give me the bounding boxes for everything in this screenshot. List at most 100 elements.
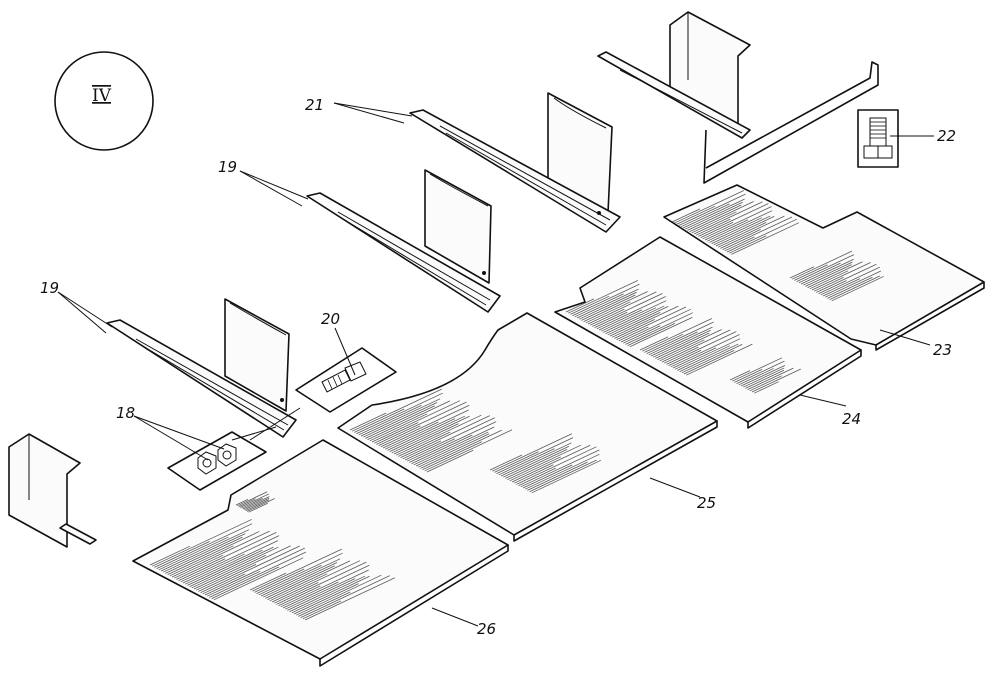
hatch-stroke (298, 591, 351, 617)
hatch-stroke (363, 402, 438, 438)
hatch-stroke (185, 540, 279, 585)
hatch-stroke (592, 293, 663, 327)
hatch-stroke (304, 577, 395, 621)
hatch-stroke (734, 369, 763, 383)
callout-24: 24 (842, 410, 861, 428)
hatch-stroke (702, 206, 772, 240)
hatch-stroke (209, 551, 306, 598)
hatch-stroke (211, 566, 280, 599)
hatch-stroke (291, 575, 370, 614)
hatch-stroke (738, 368, 774, 386)
hatch-stroke (704, 219, 749, 241)
hatch-stroke (280, 564, 370, 608)
hatch-stroke (424, 429, 513, 472)
floor-panel-25 (337, 312, 718, 542)
hatch-stroke (644, 333, 684, 353)
hatch-stroke (707, 210, 773, 242)
hatch-stroke (711, 215, 771, 244)
hatch-stroke (751, 368, 802, 393)
hatch-stroke (415, 431, 489, 467)
hatch-stroke (576, 288, 639, 319)
hatch-stroke (691, 211, 737, 234)
hatch-stroke (360, 398, 441, 437)
hatch-stroke (594, 311, 628, 328)
hatch-stroke (743, 367, 785, 388)
hatch-stroke (242, 496, 270, 510)
hatch-stroke (670, 334, 740, 368)
hatch-stroke (811, 262, 871, 291)
hatch-stroke (165, 536, 243, 574)
hatch-stroke (590, 308, 625, 326)
hatch-stroke (525, 453, 600, 490)
hatch-stroke (407, 438, 456, 462)
hatch-stroke (678, 193, 746, 226)
hatch-stroke (687, 204, 742, 231)
hatch-stroke (570, 295, 610, 315)
hatch-stroke (367, 400, 451, 440)
hatch-stroke (807, 261, 863, 288)
hatch-stroke (378, 425, 421, 446)
hatch-stroke (655, 332, 710, 359)
hatch-stroke (260, 558, 341, 597)
hatch-stroke (661, 329, 731, 363)
floor-panel-26 (132, 439, 509, 667)
hatch-stroke (174, 554, 224, 579)
floor-panel-23 (663, 184, 985, 351)
hatch-stroke (240, 493, 270, 508)
hatch-stroke (500, 442, 572, 477)
hatch-stroke (596, 296, 666, 330)
hatch-stroke (572, 283, 640, 316)
hatch-stroke (603, 307, 657, 333)
hatch-stroke (252, 548, 342, 592)
hatch-stroke (729, 370, 751, 381)
hatch-stroke (789, 266, 815, 279)
hatch-stroke (420, 429, 502, 469)
hatch-stroke (356, 392, 443, 434)
hatch-stroke (247, 498, 275, 512)
hatch-stroke (676, 205, 716, 225)
hatch-stroke (160, 529, 250, 572)
hatch-stroke (646, 321, 714, 354)
hatch-stroke (349, 412, 387, 431)
section-marker: IV (54, 51, 154, 151)
callout-23: 23 (933, 341, 952, 359)
hatch-stroke (213, 557, 304, 601)
hatch-stroke (681, 344, 743, 374)
hatch-stroke (265, 565, 335, 599)
hatch-stroke (235, 498, 249, 506)
callout-20: 20 (321, 310, 340, 328)
hatch-stroke (747, 367, 794, 390)
hatch-stroke (809, 270, 849, 290)
hatch-stroke (585, 301, 631, 324)
hatch-stroke (376, 401, 467, 445)
hatch-stroke (274, 582, 319, 604)
hatch-stroke (726, 218, 798, 253)
hatch-stroke (263, 562, 338, 598)
hatch-stroke (745, 369, 785, 389)
hatch-stroke (659, 339, 705, 362)
hatch-stroke (682, 198, 745, 229)
hatch-stroke (529, 459, 597, 492)
hatch-stroke (822, 278, 861, 297)
hatch-stroke (169, 545, 234, 577)
hatch-stroke (653, 329, 711, 358)
hatch-stroke (382, 421, 439, 449)
hatch-stroke (516, 446, 597, 485)
hatch-stroke (200, 545, 300, 593)
hatch-stroke (358, 404, 422, 436)
hatch-stroke (396, 414, 482, 456)
hatch-stroke (409, 421, 497, 463)
hatch-stroke (505, 449, 568, 479)
hatch-stroke (625, 312, 694, 345)
hatch-stroke (736, 360, 785, 384)
hatch-stroke (244, 497, 270, 511)
hatch-stroke (365, 405, 435, 439)
hatch-stroke (404, 417, 495, 461)
hatch-stroke (191, 546, 279, 589)
hatch-stroke (574, 293, 624, 318)
hatch-stroke (805, 264, 852, 287)
hatch-stroke (156, 523, 253, 569)
hatch-stroke (583, 291, 648, 322)
hatch-stroke (198, 563, 257, 592)
hatch-stroke (605, 305, 665, 334)
